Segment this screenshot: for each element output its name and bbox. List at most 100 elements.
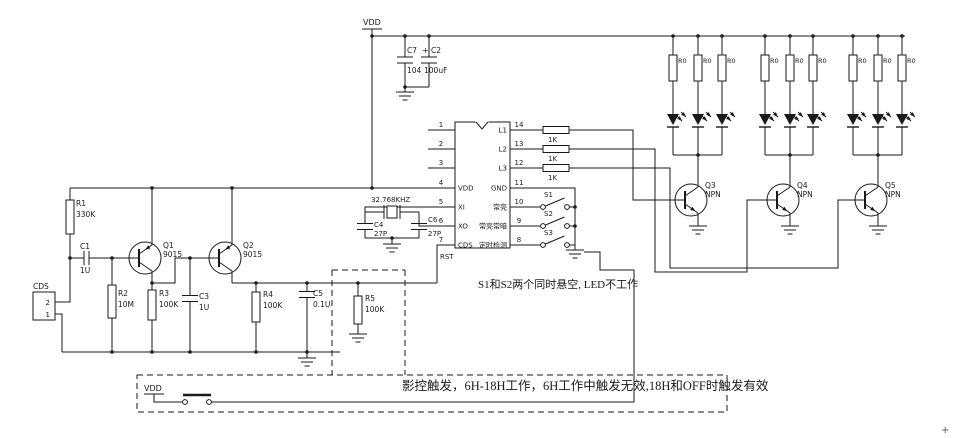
arrowhead <box>910 112 915 117</box>
led-resistor-label: R0 <box>703 57 712 65</box>
label: 100K <box>263 301 283 310</box>
switch-contact <box>564 242 570 248</box>
label: C2 <box>431 46 441 55</box>
label: 330K <box>76 210 96 219</box>
label: 1U <box>199 303 209 312</box>
arrowhead <box>706 112 711 117</box>
label: C4 <box>374 221 384 229</box>
label: R3 <box>159 289 169 298</box>
crystal-body <box>386 205 398 219</box>
label: C1 <box>80 242 90 251</box>
junction-dot <box>788 153 792 157</box>
resistor-body <box>693 54 703 82</box>
switch-contact <box>540 204 546 210</box>
led-triangle <box>784 114 796 125</box>
led-triangle <box>692 114 704 125</box>
ic-notch <box>475 121 489 130</box>
ic-pin-label: XO <box>458 223 468 231</box>
pin-number: 4 <box>439 179 444 187</box>
arrowhead <box>882 116 887 121</box>
ic-pin-label: 定时检测 <box>479 241 507 250</box>
switch-contact <box>540 242 546 248</box>
wire <box>55 234 71 303</box>
junction-dot <box>68 256 72 260</box>
label: 1K <box>548 155 557 163</box>
ic-pin-label: 常亮常暗 <box>479 222 507 231</box>
label: 27P <box>428 230 441 238</box>
led-triangle <box>759 114 771 125</box>
junction-dot <box>403 85 407 89</box>
polarity-mark: + <box>422 46 429 55</box>
label: R1 <box>76 199 86 208</box>
arrowhead <box>769 116 774 121</box>
switch-contact <box>182 399 188 405</box>
led-resistor-label: R0 <box>795 57 804 65</box>
label: 2 <box>46 299 50 307</box>
pin-number: 1 <box>439 121 443 129</box>
resistor-body <box>785 54 795 82</box>
label: NPN <box>705 190 721 199</box>
corner-artifact: + <box>941 425 949 436</box>
junction-dot <box>305 281 309 285</box>
junction-dot <box>696 34 700 38</box>
arrowhead <box>794 116 799 121</box>
led-resistor-label: R0 <box>858 57 867 65</box>
wire <box>364 206 455 212</box>
label: Q2 <box>243 241 254 250</box>
switch-label: S2 <box>544 210 553 218</box>
arrowhead <box>726 116 731 121</box>
wire <box>569 148 767 273</box>
junction-dot <box>230 186 234 190</box>
label: R4 <box>263 290 273 299</box>
junction-dot <box>573 224 577 228</box>
label: 100K <box>159 300 179 309</box>
wire <box>211 251 635 403</box>
junction-dot <box>900 34 904 38</box>
pin-number: 12 <box>515 159 524 167</box>
vdd-label: VDD <box>144 384 162 393</box>
switch-contact <box>540 223 546 229</box>
label: Q4 <box>797 181 808 190</box>
label: C3 <box>199 292 209 301</box>
trigger-box-outline <box>136 374 728 413</box>
label: R2 <box>118 289 128 298</box>
junction-dot <box>763 34 767 38</box>
arrowhead <box>702 116 707 121</box>
led-resistor-label: R0 <box>907 57 916 65</box>
label: 100uF <box>424 66 447 75</box>
label: 9015 <box>163 250 182 259</box>
led-triangle <box>896 114 908 125</box>
vdd-label: VDD <box>363 18 381 27</box>
rst-label: RST <box>440 253 454 261</box>
label: 0.1U <box>313 300 330 309</box>
pin-number: 7 <box>439 236 443 244</box>
arrowhead <box>677 116 682 121</box>
pin-number: 5 <box>439 198 443 206</box>
note-s1-s2: S1和S2两个同时悬空, LED不工作 <box>478 277 638 291</box>
led-triangle <box>716 114 728 125</box>
wire <box>569 167 855 269</box>
junction-dot <box>427 34 431 38</box>
junction-dot <box>811 34 815 38</box>
switch-contact <box>564 223 570 229</box>
ic-notch-mask <box>475 120 489 124</box>
junction-dot <box>188 350 192 354</box>
junction-dot <box>370 186 374 190</box>
junction-dot <box>851 34 855 38</box>
led-resistor-label: R0 <box>770 57 779 65</box>
led-triangle <box>847 114 859 125</box>
pin-number: 11 <box>515 179 524 187</box>
arrowhead <box>870 206 876 212</box>
label: 1K <box>548 174 557 182</box>
junction-dot <box>876 34 880 38</box>
led-triangle <box>667 114 679 125</box>
label: 1 <box>46 311 50 319</box>
arrowhead <box>798 112 803 117</box>
resistor-body <box>897 54 907 82</box>
resistor-body <box>542 164 570 172</box>
label: 10M <box>118 300 134 309</box>
arrowhead <box>145 245 151 250</box>
led-resistor-label: R0 <box>883 57 892 65</box>
